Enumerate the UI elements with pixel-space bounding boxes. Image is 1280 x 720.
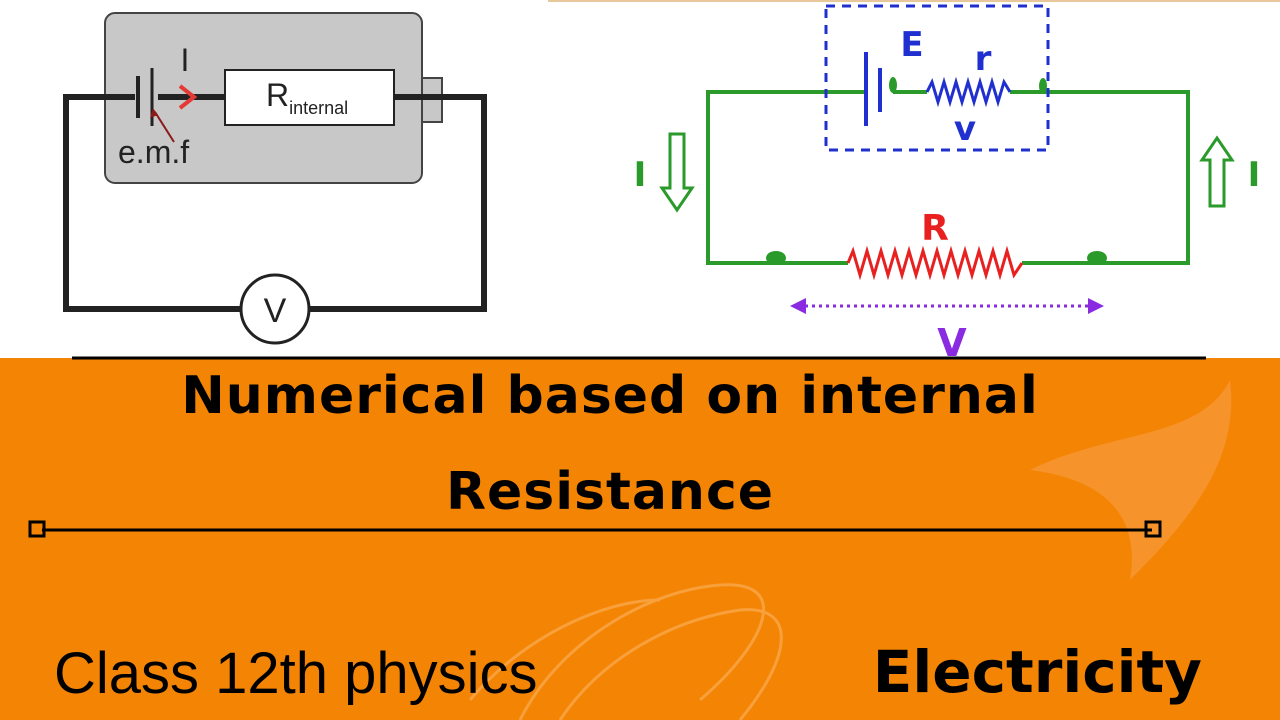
right-circuit-return-wire [1022, 90, 1190, 265]
topic-label: Electricity [872, 638, 1202, 706]
left-current-label: I [634, 155, 647, 195]
internal-terminal-right [1039, 78, 1047, 94]
emf-pointer-head [150, 108, 158, 118]
current-arrow [178, 84, 198, 110]
title-line-1: Numerical based on internal [181, 366, 1039, 426]
emf-label: e.m.f [118, 134, 189, 170]
internal-resistor-zigzag [925, 76, 1012, 108]
voltmeter-label: V [264, 292, 287, 330]
load-r-label: R [921, 208, 949, 249]
right-circuit-outer-wire [706, 90, 864, 265]
decorative-swirl [468, 583, 783, 720]
internal-v-label: v [954, 109, 976, 149]
voltmeter-circle [239, 273, 311, 345]
right-circuit-wire [309, 94, 487, 312]
mid-divider-right-cap [1144, 520, 1162, 538]
current-label: I [181, 42, 190, 78]
left-current-arrow [659, 132, 695, 213]
title-line-2: Resistance [445, 462, 775, 522]
left-circuit-diagram: V I Rinternal e.m.f [63, 12, 487, 345]
class-label: Class 12th physics [54, 641, 538, 706]
left-circuit-wire [63, 94, 241, 312]
internal-terminal-left [889, 77, 897, 93]
terminal-v-label: V [937, 321, 967, 365]
voltage-arrow-left-head [790, 298, 806, 314]
load-terminal-right [1087, 251, 1107, 265]
internal-r-label: r [975, 39, 992, 79]
mid-divider-left-cap [28, 520, 46, 538]
emf-pointer [154, 111, 175, 143]
voltage-arrow-right-head [1088, 298, 1104, 314]
right-current-label: I [1248, 155, 1261, 195]
orange-banner [0, 358, 1280, 720]
right-current-arrow [1199, 135, 1235, 208]
load-terminal-left [766, 251, 786, 265]
resistor-label: Rinternal [266, 77, 348, 118]
load-resistor-zigzag [846, 245, 1024, 281]
emf-source-box [824, 4, 1050, 152]
emf-e-label: E [900, 25, 923, 65]
right-circuit-diagram: E r v R V I I [634, 4, 1261, 365]
internal-resistor-box [224, 69, 395, 126]
decorative-leaf [1030, 380, 1232, 580]
